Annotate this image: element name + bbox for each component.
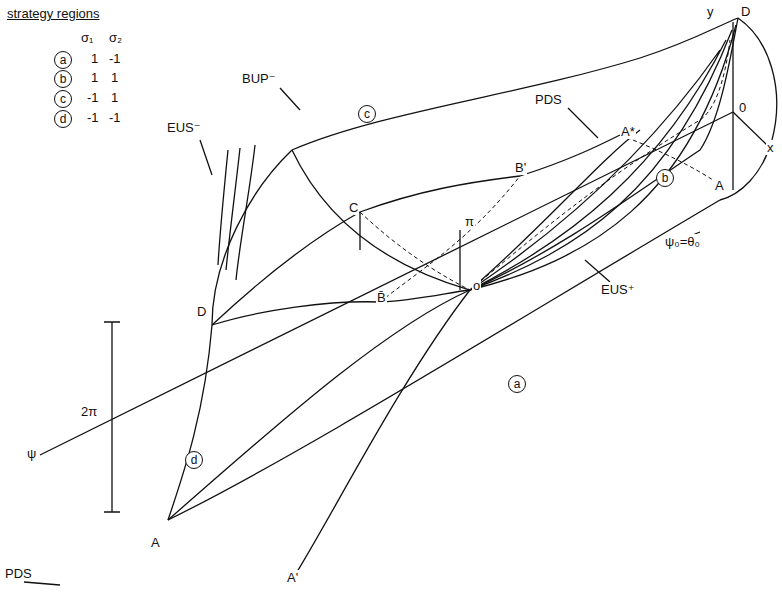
- legend-heading: strategy regions: [6, 6, 101, 21]
- diagram-label: A*: [620, 124, 636, 139]
- diagram-label: B̄: [376, 290, 387, 305]
- diagram-label: A: [150, 535, 161, 550]
- table-cell: -1: [86, 110, 100, 125]
- diagram-label: BUP⁻: [241, 71, 277, 86]
- region-letter: d: [191, 454, 198, 466]
- diagram-label: 2π: [80, 404, 98, 419]
- diagram-label: o: [472, 278, 481, 293]
- diagram-label: 0: [738, 100, 747, 115]
- surface-curve: [168, 18, 738, 520]
- region-letter: a: [514, 378, 521, 390]
- diagram-label: π: [464, 214, 475, 229]
- diagram-label: ψ: [26, 446, 37, 461]
- surface-curve: [292, 130, 640, 580]
- region-marker: b: [54, 70, 72, 88]
- diagram-label: A': [286, 570, 299, 585]
- diagram-label: D: [196, 304, 207, 319]
- surface-curve: [212, 135, 620, 325]
- diagram-label: PDS: [534, 92, 563, 107]
- region-letter: c: [364, 108, 370, 120]
- region-letter: d: [60, 113, 67, 125]
- diagram-label: EUS⁺: [600, 282, 636, 297]
- psi-axis: [40, 112, 733, 455]
- table-cell: 1: [90, 51, 99, 66]
- table-cell: 1: [110, 90, 119, 105]
- region-letter: b: [60, 73, 67, 85]
- region-marker: a: [54, 51, 72, 69]
- table-cell: -1: [108, 51, 122, 66]
- top-edge: [292, 18, 738, 150]
- x-axis: [733, 112, 770, 148]
- dashed-curve: [360, 212, 470, 290]
- region-marker: d: [54, 110, 72, 128]
- region-marker: c: [358, 105, 376, 123]
- table-cell: 1: [110, 70, 119, 85]
- region-marker: b: [656, 169, 674, 187]
- dashed-curve: [470, 40, 730, 290]
- column-header: σ₂: [108, 30, 123, 45]
- diagram-label: y: [706, 4, 715, 19]
- diagram-label: ψ₀=θ₀: [664, 234, 701, 249]
- column-header: σ₁: [80, 30, 94, 45]
- diagram-label: EUS⁻: [166, 120, 202, 135]
- region-letter: c: [60, 93, 66, 105]
- bottom-edge: [168, 200, 720, 520]
- table-cell: -1: [86, 90, 100, 105]
- right-end-curve: [720, 18, 777, 200]
- two-pi-dimension: [104, 322, 120, 512]
- leader-line: [280, 88, 300, 110]
- region-letter: b: [662, 172, 669, 184]
- eus-plus-curves: [470, 25, 736, 290]
- table-cell: 1: [90, 70, 99, 85]
- region-marker: c: [54, 90, 72, 108]
- dashed-curve: [380, 176, 520, 302]
- surface-curve: [212, 290, 470, 325]
- region-letter: a: [60, 54, 67, 66]
- table-cell: -1: [108, 110, 122, 125]
- diagram-label: D: [740, 4, 751, 19]
- diagram-label: A: [714, 178, 725, 193]
- eus-minus-curves: [218, 145, 255, 280]
- region-marker: d: [185, 451, 203, 469]
- diagram-label: PDS: [4, 566, 33, 581]
- diagram-label: x: [766, 140, 775, 155]
- surface-curve: [292, 150, 470, 290]
- leader-line: [24, 108, 700, 585]
- diagram-label: B': [514, 160, 527, 175]
- pi-line: [360, 212, 460, 290]
- region-marker: a: [508, 375, 526, 393]
- diagram-label: C: [348, 200, 359, 215]
